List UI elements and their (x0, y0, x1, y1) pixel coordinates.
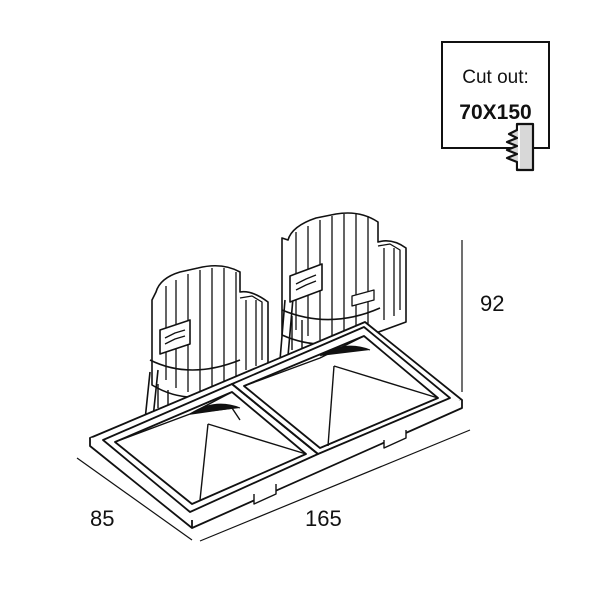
left-light-engine (144, 264, 269, 421)
depth-dimension-label: 85 (90, 506, 115, 531)
saw-icon (505, 122, 535, 172)
trim-frame (89, 321, 463, 529)
front-clip (253, 484, 277, 505)
width-dimension-label: 165 (305, 506, 342, 531)
cutout-label: Cut out: (462, 67, 529, 88)
depth-dimension-line (76, 457, 193, 541)
width-dimension-line (199, 429, 471, 542)
cutout-size: 70X150 (459, 101, 532, 124)
height-dimension-label: 92 (480, 291, 505, 316)
dimension-lines (76, 240, 471, 542)
side-clip (383, 430, 407, 449)
